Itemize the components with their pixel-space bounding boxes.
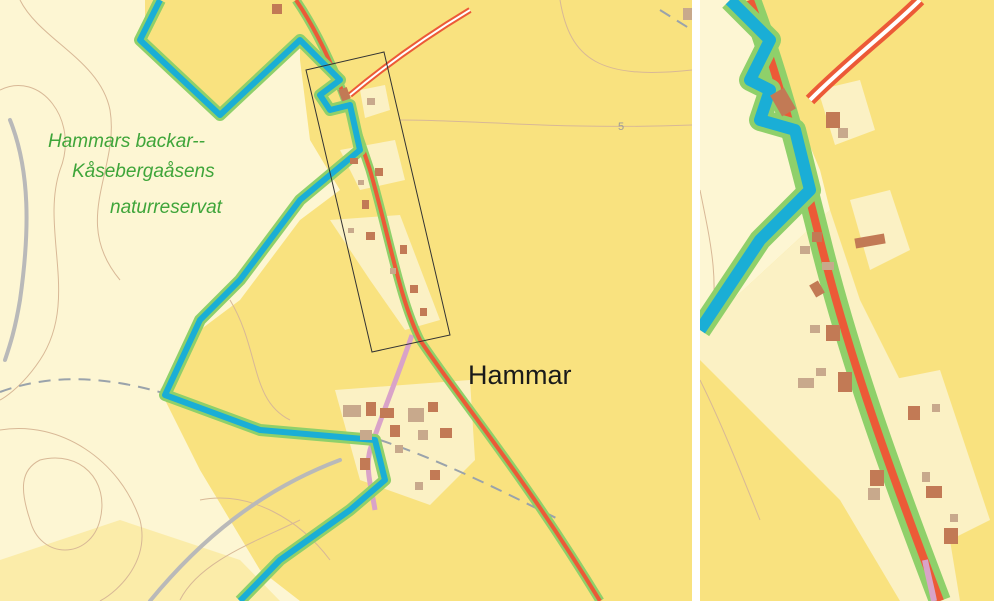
pink-path [922,559,937,601]
settlement-patch [818,80,875,145]
detail-map-panel[interactable] [700,0,994,601]
contour-lines [0,0,692,601]
northeast-road-center [808,0,922,102]
farmland-north [145,0,300,115]
farmland-south [0,520,280,601]
reserve-label-line-1: Hammars backar-- [48,131,205,152]
settlement-patch [850,190,910,270]
buildings [272,4,692,490]
contour-label: 5 [618,121,624,133]
reserve-label-line-3: naturreservat [110,197,223,218]
northeast-road-center [349,9,471,96]
reserve-border [700,0,816,334]
buildings [770,87,958,544]
reserve-border [137,0,388,601]
place-label: Hammar [468,360,572,390]
main-map-canvas: 5 [0,0,692,601]
panel-divider [692,0,700,601]
reserve-label-line-2: Kåsebergaåsens [72,161,215,182]
settlement-patch [330,215,440,330]
main-map-panel[interactable]: 5 [0,0,692,601]
open-land-area [700,0,830,330]
gravel-roads [3,118,342,601]
detail-frame[interactable] [305,51,451,353]
detail-map-canvas [700,0,994,601]
